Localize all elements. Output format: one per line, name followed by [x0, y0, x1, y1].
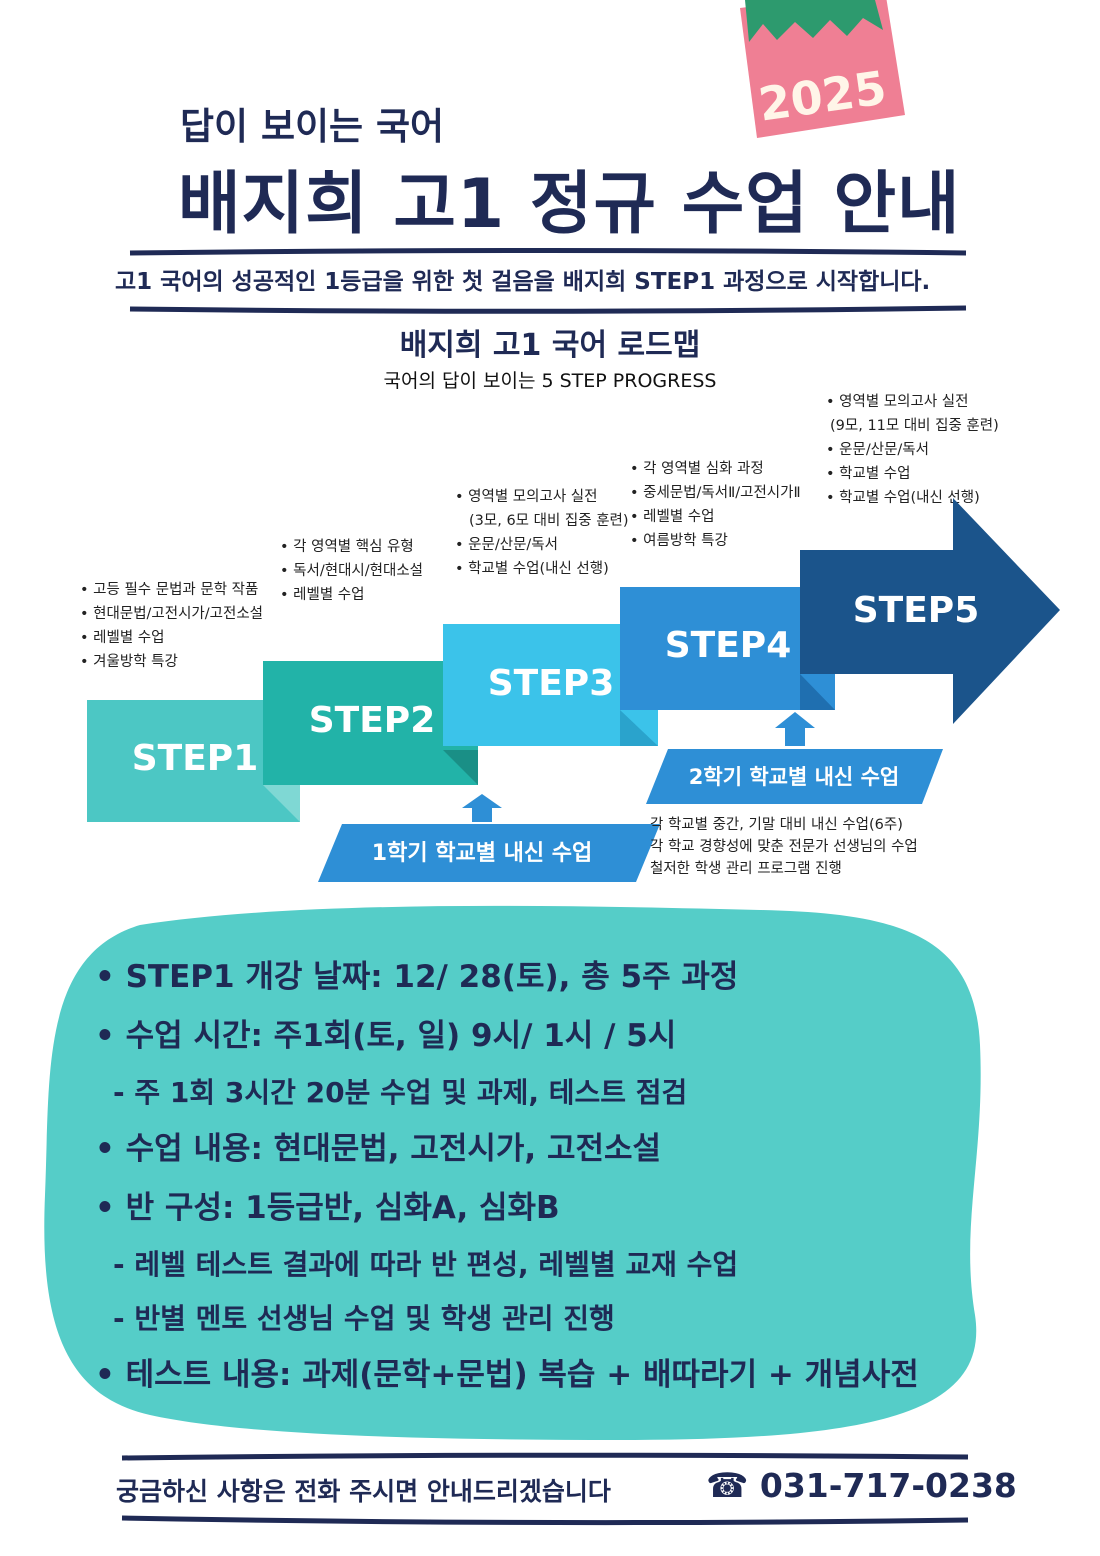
list-item: 운문/산문/독서	[826, 438, 999, 462]
info-class-groups: • 반 구성: 1등급반, 심화A, 심화B	[95, 1190, 560, 1226]
step1-fold	[263, 785, 300, 822]
step2-fold	[443, 750, 478, 785]
semester2-up-arrow	[775, 712, 815, 746]
list-item: 중세문법/독서Ⅱ/고전시가Ⅱ	[630, 481, 800, 505]
step1-label: STEP1	[132, 738, 259, 779]
semester-details: 각 학교별 중간, 기말 대비 내신 수업(6주) 각 학교 경향성에 맞춘 전…	[650, 814, 918, 880]
list-item: 겨울방학 특강	[80, 650, 263, 674]
step4-fold	[800, 674, 835, 710]
semester1-up-arrow	[462, 794, 502, 822]
info-class-groups-detail-2: - 반별 멘토 선생님 수업 및 학생 관리 진행	[113, 1302, 615, 1335]
header-subtitle: 답이 보이는 국어	[180, 105, 445, 148]
step5-label: STEP5	[853, 590, 980, 631]
list-item: 각 학교별 중간, 기말 대비 내신 수업(6주)	[650, 817, 903, 833]
list-item: (3모, 6모 대비 집중 훈련)	[469, 513, 629, 529]
step1-items: 고등 필수 문법과 문학 작품 현대문법/고전시가/고전소설 레벨별 수업 겨울…	[80, 578, 263, 674]
tagline-bottom-rule	[129, 305, 967, 314]
step3-fold	[620, 710, 658, 746]
step1-block	[87, 700, 300, 822]
info-class-time-detail: - 주 1회 3시간 20분 수업 및 과제, 테스트 점검	[113, 1076, 688, 1109]
list-item: 철저한 학생 관리 프로그램 진행	[650, 861, 842, 877]
step5-arrow	[800, 498, 1060, 724]
list-item: 고등 필수 문법과 문학 작품	[80, 578, 263, 602]
list-item: 현대문법/고전시가/고전소설	[80, 602, 263, 626]
tagline-top-rule	[129, 248, 967, 256]
page-title: 배지희 고1 정규 수업 안내	[178, 165, 961, 244]
telephone-icon: ☎	[706, 1466, 749, 1506]
step2-label: STEP2	[309, 700, 436, 741]
badge-green-fringe	[745, 0, 883, 42]
list-item: 레벨별 수업	[280, 583, 423, 607]
step4-block	[620, 587, 835, 710]
list-item: 각 영역별 핵심 유형	[280, 535, 423, 559]
tagline: 고1 국어의 성공적인 1등급을 위한 첫 걸음을 배지희 STEP1 과정으로…	[115, 269, 931, 295]
semester1-label: 1학기 학교별 내신 수업	[372, 841, 592, 866]
semester2-label: 2학기 학교별 내신 수업	[689, 765, 899, 789]
roadmap-staircase: STEP1 STEP2 STEP3 STEP4 STEP5 1학기 학교별 내신…	[87, 498, 1060, 882]
list-item: 학교별 수업(내신 선행)	[455, 557, 629, 581]
course-info: • STEP1 개강 날짜: 12/ 28(토), 총 5주 과정 • 수업 시…	[95, 948, 919, 1405]
phone-number[interactable]: ☎ 031-717-0238	[706, 1466, 1017, 1506]
info-panel-background	[44, 905, 981, 1440]
semester2-banner	[646, 749, 943, 804]
list-item: 영역별 모의고사 실전	[826, 390, 999, 414]
list-item: 학교별 수업(내신 선행)	[826, 486, 999, 510]
step2-items: 각 영역별 핵심 유형 독서/현대시/현대소설 레벨별 수업	[280, 535, 423, 607]
info-class-groups-detail-1: - 레벨 테스트 결과에 따라 반 편성, 레벨별 교재 수업	[113, 1248, 739, 1281]
list-item: 각 학교 경향성에 맞춘 전문가 선생님의 수업	[650, 839, 918, 855]
list-item: 레벨별 수업	[80, 626, 263, 650]
list-item: 독서/현대시/현대소설	[280, 559, 423, 583]
list-item: 영역별 모의고사 실전	[455, 485, 629, 509]
list-item: 레벨별 수업	[630, 505, 801, 529]
roadmap-subtitle: 국어의 답이 보이는 5 STEP PROGRESS	[383, 370, 717, 392]
step4-label: STEP4	[665, 625, 792, 666]
info-test-content: • 테스트 내용: 과제(문학+문법) 복습 + 배따라기 + 개념사전	[95, 1357, 919, 1393]
step3-block	[443, 624, 658, 746]
step3-label: STEP3	[488, 663, 615, 704]
step2-block	[263, 661, 478, 785]
info-start-date: • STEP1 개강 날짜: 12/ 28(토), 총 5주 과정	[95, 959, 739, 995]
semester1-banner	[318, 824, 660, 882]
footer-top-rule	[121, 1452, 969, 1461]
roadmap-title: 배지희 고1 국어 로드맵	[399, 328, 701, 363]
step3-items: 영역별 모의고사 실전 (3모, 6모 대비 집중 훈련) 운문/산문/독서 학…	[455, 485, 629, 581]
footer-contact-text: 궁금하신 사항은 전화 주시면 안내드리겠습니다	[116, 1477, 611, 1506]
list-item: 각 영역별 심화 과정	[630, 457, 801, 481]
list-item: 운문/산문/독서	[455, 533, 629, 557]
info-class-content: • 수업 내용: 현대문법, 고전시가, 고전소설	[95, 1131, 662, 1167]
footer-bottom-rule	[121, 1515, 969, 1526]
info-class-time: • 수업 시간: 주1회(토, 일) 9시/ 1시 / 5시	[95, 1018, 677, 1054]
step4-items: 각 영역별 심화 과정 중세문법/독서Ⅱ/고전시가Ⅱ 레벨별 수업 여름방학 특…	[630, 457, 801, 553]
list-item: 여름방학 특강	[630, 529, 801, 553]
year-badge: 2025	[740, 0, 905, 138]
step5-items: 영역별 모의고사 실전 (9모, 11모 대비 집중 훈련) 운문/산문/독서 …	[826, 390, 999, 510]
list-item: 학교별 수업	[826, 462, 999, 486]
list-item: (9모, 11모 대비 집중 훈련)	[830, 418, 999, 434]
phone-number-text: 031-717-0238	[759, 1466, 1017, 1505]
